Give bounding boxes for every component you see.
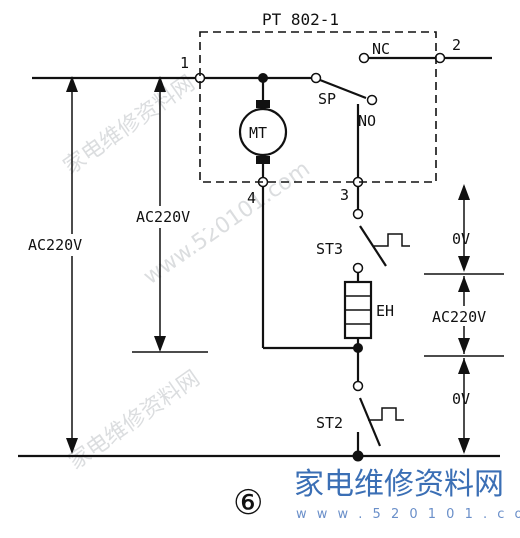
arrow-rb-up	[458, 358, 470, 374]
arrow-inner-down	[154, 336, 166, 352]
arrow-head-down	[66, 438, 78, 454]
motor-brush-bottom	[256, 156, 270, 164]
voltage-left-outer: AC220V	[28, 236, 82, 254]
motor-label: MT	[249, 124, 267, 142]
watermark-url: w w w . 5 2 0 1 0 1 . c o m	[296, 507, 520, 522]
sp-blade	[319, 78, 367, 100]
voltage-left-inner: AC220V	[136, 208, 190, 226]
terminal-2-label: 2	[452, 36, 461, 54]
st2-contact-top	[352, 380, 364, 392]
st2-label: ST2	[316, 414, 343, 432]
arrow-rt-down	[458, 256, 470, 272]
arrow-rt-up	[458, 184, 470, 200]
sp-pivot	[310, 72, 322, 84]
nc-label: NC	[372, 40, 390, 58]
pt802-enclosure	[199, 31, 437, 183]
voltage-right-top: 0V	[452, 230, 470, 248]
figure-number: ⑥	[233, 483, 263, 523]
watermark-diagonal-3: 家电维修资料网	[64, 366, 205, 475]
pt802-title: PT 802-1	[262, 10, 339, 29]
watermark-brand: 家电维修资料网	[294, 467, 504, 502]
voltage-right-middle: AC220V	[432, 308, 486, 326]
st3-blade	[359, 225, 387, 267]
heater-label: EH	[376, 302, 394, 320]
voltage-right-bottom: 0V	[452, 390, 470, 408]
st3-contact-top	[352, 208, 364, 220]
st2-blade	[358, 397, 382, 447]
motor-brush-top	[256, 100, 270, 108]
terminal-3-label: 3	[340, 186, 349, 204]
terminal-2	[434, 52, 446, 64]
arrow-head-up	[66, 76, 78, 92]
arrow-inner-up	[154, 76, 166, 92]
st3-contact-bottom	[352, 262, 364, 274]
st2-symbol	[368, 407, 404, 421]
junction-neutral	[352, 450, 364, 462]
voltage-inner-bg	[130, 206, 216, 228]
motor-symbol	[238, 107, 288, 157]
voltage-rm-bg	[430, 306, 502, 326]
voltage-label-bg	[26, 234, 112, 256]
arrow-rm-up	[458, 276, 470, 292]
sp-label: SP	[318, 90, 336, 108]
st3-symbol	[374, 233, 410, 247]
arrow-rb-down	[458, 438, 470, 454]
st3-label: ST3	[316, 240, 343, 258]
terminal-1-label: 1	[180, 54, 189, 72]
terminal-4	[257, 176, 269, 188]
contact-nc	[358, 52, 370, 64]
arrow-rm-down	[458, 338, 470, 354]
watermark-diagonal-1: 家电维修资料网	[59, 71, 200, 180]
no-label: NO	[358, 112, 376, 130]
terminal-4-label: 4	[247, 189, 256, 207]
contact-no	[366, 94, 378, 106]
